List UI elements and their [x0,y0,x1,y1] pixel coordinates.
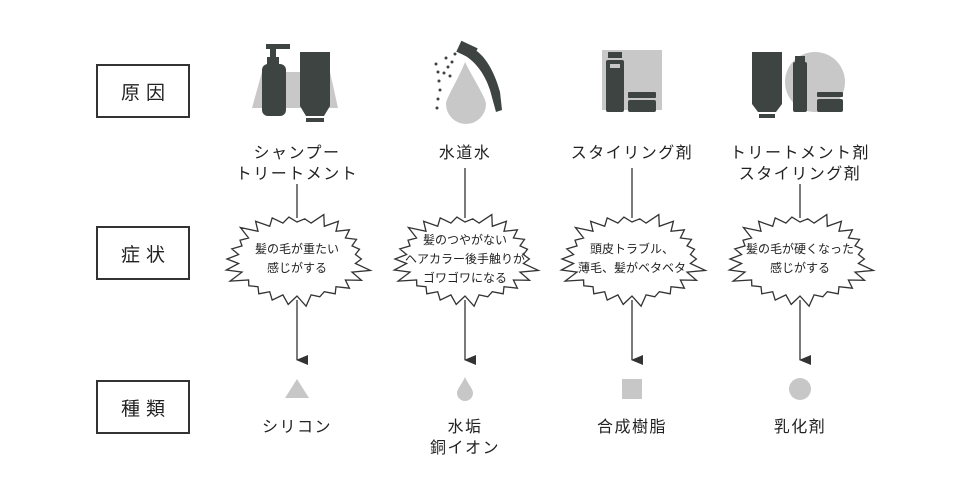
styling-products-icon [602,50,662,112]
symptom-line: ヘアカラー後手触りが [404,252,525,266]
drop-shape [457,377,473,401]
symptom-line: 感じがする [769,261,830,275]
type-line: 銅イオン [429,438,500,457]
circle-shape [789,378,811,400]
row-label-cause: 原因 [96,64,190,118]
symptom-line: 薄毛、髪がベタベタ [577,261,686,275]
symptom-text-3: 頭皮トラブル、 薄毛、髪がベタベタ [542,240,722,278]
symptom-line: ゴワゴワになる [422,271,507,285]
symptom-text-4: 髪の毛が硬くなった 感じがする [710,240,890,278]
symptom-burst [392,213,541,308]
cause-label-2: 水道水 [375,142,555,163]
symptom-text-1: 髪の毛が重たい 感じがする [207,240,387,278]
symptom-line: 髪の毛が硬くなった [745,242,854,256]
type-label-3: 合成樹脂 [542,416,722,437]
shampoo-bottles-icon [252,44,338,122]
symptom-line: 髪の毛が重たい [254,242,339,256]
cause-label-4: トリートメント剤 スタイリング剤 [710,142,890,184]
cause-line: シャンプー [253,143,341,162]
type-label-2: 水垢 銅イオン [375,416,555,458]
type-label-4: 乳化剤 [710,416,890,437]
type-line: 水垢 [447,417,483,436]
type-line: 合成樹脂 [596,417,667,436]
cause-line: トリートメント剤 [729,143,870,162]
treatment-styling-products-icon [752,52,845,118]
symptom-burst [727,213,876,308]
shower-head-icon [434,40,502,124]
symptom-burst [224,213,373,308]
row-label-type: 種類 [96,380,190,434]
type-line: シリコン [261,417,332,436]
symptom-line: 頭皮トラブル、 [589,242,674,256]
type-line: 乳化剤 [773,417,827,436]
cause-line: スタイリング剤 [570,143,694,162]
cause-label-3: スタイリング剤 [542,142,722,163]
cause-line: 水道水 [438,143,492,162]
triangle-shape [285,379,309,398]
cause-line: トリートメント [235,164,359,183]
type-label-1: シリコン [207,416,387,437]
symptom-burst [559,213,708,308]
row-label-symptom: 症状 [96,226,190,280]
cause-line: スタイリング剤 [738,164,862,183]
square-shape [622,379,642,399]
symptom-text-2: 髪のつやがない ヘアカラー後手触りが ゴワゴワになる [375,231,555,288]
symptom-line: 髪のつやがない [422,233,507,247]
symptom-line: 感じがする [266,261,327,275]
cause-label-1: シャンプー トリートメント [207,142,387,184]
